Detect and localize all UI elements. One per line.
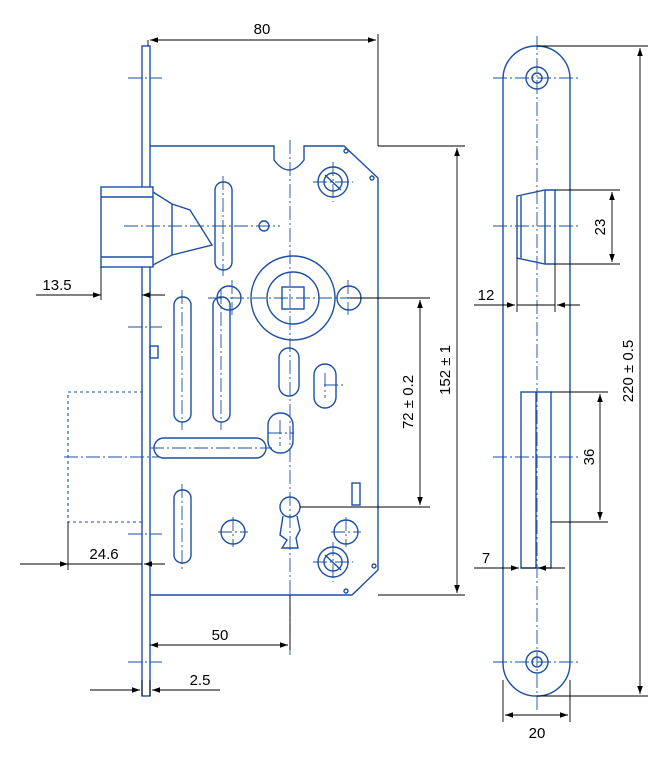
lock-body-view xyxy=(64,45,379,697)
dim-strike-width-top: 12 xyxy=(478,287,495,304)
dim-case-height: 152 ± 1 xyxy=(437,345,454,395)
latch-bolt xyxy=(100,186,214,268)
dimension-labels: 80 13.5 24.6 50 2.5 72 ± 0.2 152 ± 1 12 … xyxy=(42,21,637,742)
dim-cylinder-projection: 24.6 xyxy=(89,546,118,563)
lock-case xyxy=(150,145,379,596)
strike-plate-view xyxy=(493,36,581,710)
dim-forend-offset: 13.5 xyxy=(42,277,71,294)
dim-case-depth: 80 xyxy=(254,21,271,38)
dim-strike-latch-height: 36 xyxy=(581,449,598,466)
dim-strike-slot-height: 23 xyxy=(592,219,609,236)
dim-backset: 50 xyxy=(212,627,229,644)
forend-tab xyxy=(149,345,159,359)
dim-forend-thickness: 2.5 xyxy=(190,672,211,689)
strike-upper-slot xyxy=(516,189,556,265)
forend-plate xyxy=(141,45,151,697)
case-slots xyxy=(153,181,361,564)
centerlines-body xyxy=(64,77,370,663)
strike-plate-outline xyxy=(502,45,571,697)
dim-strike-length: 220 ± 0.5 xyxy=(620,340,637,402)
dim-strike-plate-width: 20 xyxy=(529,725,546,742)
dimension-lines xyxy=(20,34,648,722)
dim-distance: 72 ± 0.2 xyxy=(400,375,417,429)
dim-strike-width-bottom: 7 xyxy=(482,550,490,567)
strike-lower-slot xyxy=(520,391,552,569)
centerlines-strike xyxy=(493,36,581,710)
